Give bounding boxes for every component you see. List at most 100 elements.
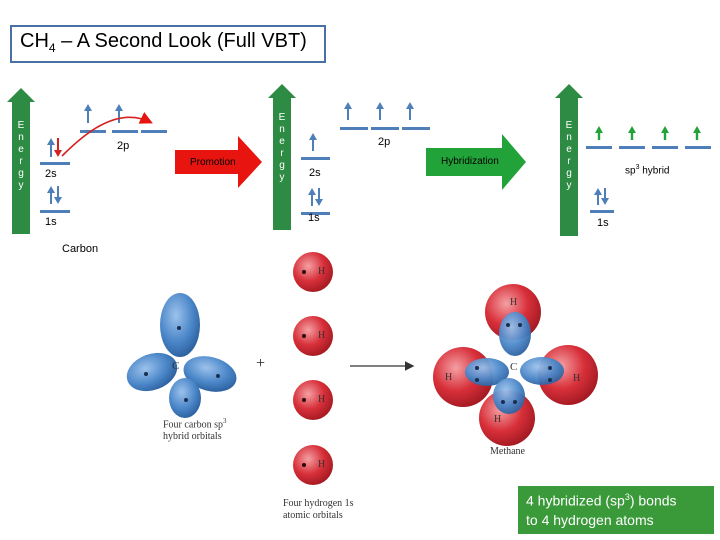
methane-h-label: H xyxy=(445,372,453,383)
electron-up xyxy=(309,133,317,151)
energy-letter: r xyxy=(280,148,284,159)
hydrogen-1s-orbitals xyxy=(293,252,333,485)
hybrid-bonds-callout: 4 hybridized (sp3) bonds to 4 hydrogen a… xyxy=(518,486,714,534)
sp3-lobe-bottom xyxy=(169,378,201,418)
electron-down xyxy=(54,186,62,204)
energy-letter: n xyxy=(18,132,24,143)
electron-up-green xyxy=(661,126,669,140)
electron-down xyxy=(601,188,609,205)
methane-h-label: H xyxy=(573,373,581,384)
carbon-sp3-orbitals xyxy=(126,293,237,418)
electron-up xyxy=(406,102,414,120)
title-box xyxy=(10,25,326,63)
panel1-2p-level xyxy=(112,130,138,133)
h-orbital xyxy=(293,445,333,485)
panel1-electrons xyxy=(47,104,153,204)
panel3-sp3-level xyxy=(619,146,645,149)
electron-up xyxy=(376,102,384,120)
energy-letter: r xyxy=(19,156,23,167)
electron-up xyxy=(594,188,602,205)
h-label: H xyxy=(318,459,326,470)
energy-arrowhead-3 xyxy=(555,84,583,98)
panel1-2s-level xyxy=(40,162,70,165)
electron-up xyxy=(115,104,123,123)
plus-sign: + xyxy=(256,355,266,372)
h-label: H xyxy=(318,330,326,341)
sp3-lobe-left xyxy=(126,352,178,392)
energy-letter: r xyxy=(567,156,571,167)
panel3-1s-level xyxy=(590,210,614,213)
promotion-curve-arrow xyxy=(61,112,153,157)
energy-letter: y xyxy=(18,180,24,191)
electron-up xyxy=(47,186,55,204)
energy-letter: g xyxy=(18,168,24,179)
methane-h-label: H xyxy=(494,414,502,425)
panel3-1s-label: 1s xyxy=(597,217,609,229)
panel1-2p-label: 2p xyxy=(117,140,130,152)
carbon-atom-label: C xyxy=(172,360,180,372)
energy-axis-1: E n e r g y xyxy=(7,88,35,234)
methane-h-label: H xyxy=(510,297,518,308)
hydrogen-orbitals-caption: Four hydrogen 1s atomic orbitals xyxy=(283,498,354,521)
energy-bar-3: E n e r g y xyxy=(560,98,578,236)
energy-letter: y xyxy=(566,180,572,191)
energy-axis-2: E n e r g y xyxy=(268,84,296,230)
panel2-2p-level xyxy=(371,127,399,130)
panel3-sp3-level xyxy=(652,146,678,149)
promotion-arrow xyxy=(175,136,262,188)
panel1-2s-label: 2s xyxy=(45,168,57,180)
methane-c-label: C xyxy=(510,361,518,373)
panel1-2p-level xyxy=(141,130,167,133)
energy-letter: e xyxy=(279,136,285,147)
hybridization-label: Hybridization xyxy=(441,156,499,167)
energy-bar-2: E n e r g y xyxy=(273,98,291,230)
methane-model xyxy=(433,284,598,446)
electron-up xyxy=(308,188,316,206)
energy-letter: E xyxy=(278,112,286,123)
energy-arrowhead-1 xyxy=(7,88,35,102)
h-orbital xyxy=(293,252,333,292)
sp3-hybrid-label: sp3 hybrid xyxy=(625,164,670,177)
energy-letter: n xyxy=(566,132,572,143)
energy-letter: e xyxy=(18,144,24,155)
h-orbital xyxy=(293,316,333,356)
panel2-2s-label: 2s xyxy=(309,167,321,179)
panel2-2p-level xyxy=(340,127,368,130)
electron-up-green xyxy=(693,126,701,140)
sp3-lobe-right xyxy=(183,356,237,392)
panel1-2p-level xyxy=(80,130,106,133)
electron-up-green xyxy=(628,126,636,140)
promotion-label: Promotion xyxy=(190,157,236,168)
hybridization-arrow xyxy=(426,134,526,190)
methane-caption: Methane xyxy=(490,446,525,457)
panel1-1s-label: 1s xyxy=(45,216,57,228)
panel2-1s-label: 1s xyxy=(308,212,320,224)
energy-bar-1: E n e r g y xyxy=(12,102,30,234)
electron-up xyxy=(344,102,352,120)
panel2-2p-label: 2p xyxy=(378,136,391,148)
energy-letter: e xyxy=(566,144,572,155)
electron-down-red xyxy=(54,138,62,157)
electron-up xyxy=(84,104,92,123)
carbon-orbitals-caption: Four carbon sp3 hybrid orbitals xyxy=(163,417,227,443)
page-title: CH4 – A Second Look (Full VBT) xyxy=(20,30,307,55)
carbon-label: Carbon xyxy=(62,243,99,255)
electron-up xyxy=(47,138,55,157)
energy-axis-3: E n e r g y xyxy=(555,84,583,236)
panel2-1s-level xyxy=(301,212,330,215)
electron-up-green xyxy=(595,126,603,140)
panel2-2s-level xyxy=(301,157,330,160)
h-label: H xyxy=(318,266,326,277)
h-label: H xyxy=(318,394,326,405)
energy-letter: E xyxy=(565,120,573,131)
panel2-2p-level xyxy=(402,127,430,130)
panel1-1s-level xyxy=(40,210,70,213)
energy-letter: g xyxy=(566,168,572,179)
panel3-sp3-level xyxy=(685,146,711,149)
panel3-electrons xyxy=(594,126,701,205)
energy-arrowhead-2 xyxy=(268,84,296,98)
sp3-lobe-top xyxy=(160,293,200,357)
energy-letter: n xyxy=(279,124,285,135)
panel3-sp3-level xyxy=(586,146,612,149)
